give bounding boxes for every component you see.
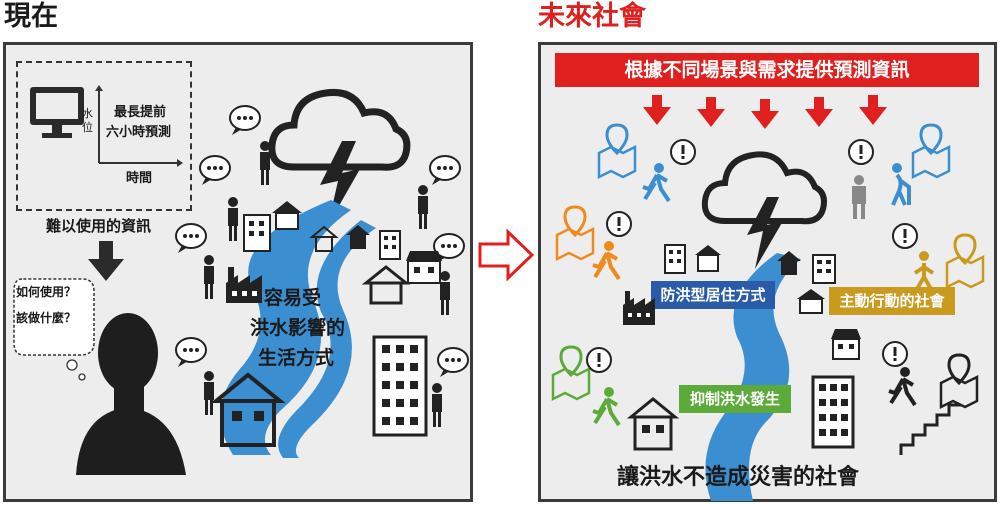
river-icon — [220, 200, 376, 458]
building-icon — [812, 254, 836, 284]
river-icon — [705, 253, 801, 501]
right-title: 未來社會 — [538, 1, 646, 32]
red-arrow-icon — [697, 97, 725, 127]
center-line-1: 容易受 — [264, 287, 322, 309]
info-caption: 難以使用的資訊 — [46, 217, 152, 235]
house-icon — [626, 397, 680, 451]
thought-bubble-icon — [13, 278, 95, 381]
person-icon — [440, 271, 450, 315]
factory-icon — [226, 267, 262, 303]
bottom-caption: 讓洪水不造成災害的社會 — [617, 465, 860, 490]
alert-bubble-icon — [586, 347, 612, 373]
chart-xlabel: 時間 — [126, 171, 153, 186]
thought-line-2: 該做什麼？ — [16, 311, 77, 325]
running-person-icon — [592, 241, 621, 281]
chart-ylabel-1: 水 — [82, 107, 93, 120]
chart-axes-icon — [95, 85, 183, 167]
person-icon — [204, 371, 214, 415]
running-person-icon — [888, 367, 917, 407]
speech-bubble-icon — [229, 105, 261, 135]
speech-bubble-icon — [175, 223, 207, 253]
house-icon — [272, 201, 302, 230]
map-pin-icon — [555, 205, 595, 262]
elderly-person-icon — [891, 163, 911, 206]
stairs-icon — [899, 403, 961, 455]
building-icon — [811, 375, 855, 449]
house-icon — [361, 265, 411, 305]
thought-line-1: 如何使用？ — [16, 285, 77, 299]
speech-bubble-icon — [429, 155, 461, 185]
running-person-icon — [642, 163, 671, 203]
map-pin-icon — [939, 353, 979, 410]
house-icon — [210, 372, 286, 447]
label-flood-suppression: 抑制洪水發生 — [679, 385, 791, 413]
alert-bubble-icon — [892, 223, 918, 249]
right-panel: 根據不同場景與需求提供預測資訊 防洪型居住方式 主動行動的社會 抑制洪水發生 — [538, 42, 997, 502]
speech-bubble-icon — [199, 155, 231, 185]
running-person-icon — [592, 387, 621, 427]
red-banner: 根據不同場景與需求提供預測資訊 — [555, 53, 979, 87]
map-pin-icon — [597, 123, 637, 180]
down-arrow-icon — [88, 241, 124, 281]
speech-bubble-icon — [433, 233, 465, 263]
center-line-2: 洪水影響的 — [250, 317, 346, 339]
alert-bubble-icon — [848, 139, 874, 165]
person-icon — [913, 251, 935, 291]
label-proactive-society: 主動行動的社會 — [829, 287, 955, 315]
person-icon — [204, 255, 214, 299]
cloud-lightning-icon — [268, 88, 411, 225]
person-icon — [260, 141, 270, 185]
house-icon — [797, 289, 825, 314]
person-head-icon — [76, 313, 186, 475]
alert-bubble-icon — [606, 211, 632, 237]
red-arrow-icon — [805, 97, 833, 127]
building-icon — [243, 214, 271, 252]
person-icon — [432, 383, 442, 427]
map-pin-icon — [911, 123, 951, 180]
person-icon — [418, 185, 428, 229]
speech-bubble-icon — [175, 337, 207, 367]
monitor-icon — [30, 87, 84, 138]
red-arrow-icon — [643, 95, 671, 125]
hollow-right-arrow — [478, 228, 535, 282]
left-panel: 水 位 最長提前 六小時預測 時間 難以使用的資訊 如何使用？ 該做什麼？ — [3, 42, 473, 502]
center-line-3: 生活方式 — [258, 347, 335, 369]
chart-note-2: 六小時預測 — [106, 125, 172, 140]
person-icon — [228, 197, 238, 241]
building-icon — [372, 335, 428, 437]
chart-note-1: 最長提前 — [114, 105, 167, 120]
map-pin-icon — [945, 233, 985, 290]
factory-icon — [623, 291, 655, 325]
house-icon — [346, 225, 370, 249]
left-title: 現在 — [4, 1, 58, 32]
alert-bubble-icon — [670, 139, 696, 165]
person-icon — [852, 175, 866, 219]
chart-ylabel-2: 位 — [82, 121, 93, 134]
label-flood-resistant-living: 防洪型居住方式 — [651, 281, 775, 309]
house-icon — [406, 251, 442, 284]
alert-bubble-icon — [882, 341, 908, 367]
building-icon — [664, 244, 686, 274]
cloud-lightning-icon — [701, 151, 827, 269]
building-icon — [379, 230, 401, 260]
info-box: 水 位 最長提前 六小時預測 時間 — [16, 61, 192, 211]
house-icon — [309, 225, 339, 252]
house-icon — [695, 245, 721, 272]
red-arrow-icon — [751, 99, 779, 129]
red-arrow-icon — [859, 95, 887, 125]
house-icon — [777, 251, 801, 275]
speech-bubble-icon — [437, 347, 469, 377]
house-icon — [831, 329, 861, 360]
map-pin-icon — [551, 345, 591, 402]
